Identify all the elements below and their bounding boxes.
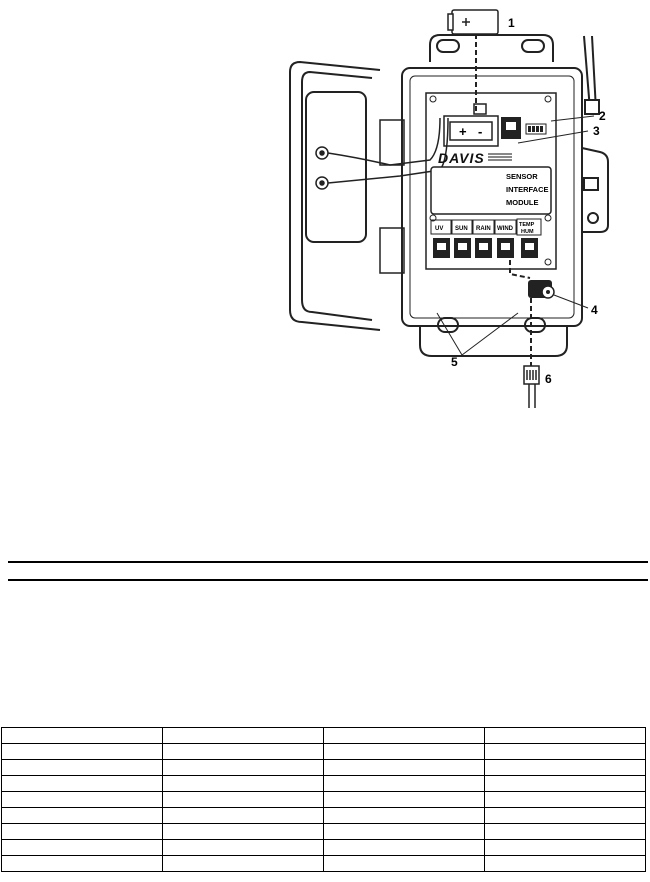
- table-cell: [323, 839, 485, 856]
- table-cell: [162, 855, 324, 872]
- table-row: [1, 743, 646, 760]
- table-row: [1, 855, 646, 872]
- table-row: [1, 791, 646, 808]
- table-cell: [323, 775, 485, 792]
- ground-wires: [315, 117, 449, 190]
- open-cover: [289, 60, 405, 331]
- table-cell: [484, 759, 646, 776]
- sensor-jacks: [433, 238, 538, 258]
- circuit-board: [425, 92, 557, 270]
- table-cell: [1, 807, 163, 824]
- table-cell: [484, 727, 646, 744]
- table-row: [1, 839, 646, 856]
- table-cell: [1, 743, 163, 760]
- brand-logo: DAVIS: [438, 150, 485, 166]
- table-cell: [484, 807, 646, 824]
- battery-plus-label: +: [459, 124, 467, 139]
- port-labels-row: [430, 218, 542, 236]
- sensor-interface-module-diagram: + - DAVIS SENSOR INTERFACE MODULE UV SUN…: [289, 9, 609, 408]
- table-cell: [323, 759, 485, 776]
- table-cell: [162, 807, 324, 824]
- callout-6: 6: [545, 372, 552, 386]
- table-cell: [1, 727, 163, 744]
- table-cell: [484, 855, 646, 872]
- dashed-guides: [475, 34, 532, 368]
- port-label-sun: SUN: [455, 226, 468, 232]
- callout-4: 4: [591, 303, 598, 317]
- callout-5: 5: [451, 355, 458, 369]
- table-cell: [162, 759, 324, 776]
- port-label-rain: RAIN: [476, 226, 491, 232]
- module-label-line-2: INTERFACE: [506, 185, 549, 194]
- port-label-wind: WIND: [497, 226, 514, 232]
- module-label-line-3: MODULE: [506, 198, 539, 207]
- table-cell: [484, 791, 646, 808]
- battery-holder: [443, 103, 499, 147]
- table-cell: [484, 743, 646, 760]
- module-label-line-1: SENSOR: [506, 172, 538, 181]
- port-label-hum: HUM: [521, 229, 534, 235]
- label-panel: [430, 166, 552, 215]
- table-cell: [484, 775, 646, 792]
- table-cell: [323, 743, 485, 760]
- table-cell: [1, 823, 163, 840]
- table-row: [1, 759, 646, 776]
- table-cell: [1, 759, 163, 776]
- antenna: [583, 35, 600, 115]
- table-cell: [1, 855, 163, 872]
- table-cell: [484, 839, 646, 856]
- table-cell: [162, 743, 324, 760]
- table-cell: [162, 823, 324, 840]
- empty-table-body: [1, 727, 646, 872]
- cable-clamp: [528, 280, 555, 299]
- logo-stripes: [488, 153, 512, 161]
- phone-cable-plug: [523, 365, 540, 408]
- table-cell: [1, 839, 163, 856]
- table-cell: [162, 775, 324, 792]
- table-cell: [162, 791, 324, 808]
- table-cell: [323, 855, 485, 872]
- table-cell: [484, 823, 646, 840]
- empty-table: [1, 727, 646, 872]
- horizontal-rule-top: [8, 561, 648, 563]
- callout-1: 1: [508, 16, 515, 30]
- table-cell: [323, 807, 485, 824]
- battery-minus-label: -: [478, 124, 482, 139]
- battery: [447, 9, 499, 35]
- table-cell: [323, 791, 485, 808]
- callout-leaders: [436, 115, 595, 356]
- table-row: [1, 727, 646, 744]
- port-label-temp: TEMP: [519, 222, 535, 228]
- table-row: [1, 775, 646, 792]
- callout-2: 2: [599, 109, 606, 123]
- table-cell: [162, 727, 324, 744]
- table-cell: [162, 839, 324, 856]
- table-cell: [1, 775, 163, 792]
- table-cell: [323, 727, 485, 744]
- dip-switches: [525, 123, 547, 135]
- port-label-uv: UV: [435, 226, 443, 232]
- table-cell: [323, 823, 485, 840]
- table-row: [1, 823, 646, 840]
- callout-3: 3: [593, 124, 600, 138]
- table-row: [1, 807, 646, 824]
- table-cell: [1, 791, 163, 808]
- horizontal-rule-bottom: [8, 579, 648, 581]
